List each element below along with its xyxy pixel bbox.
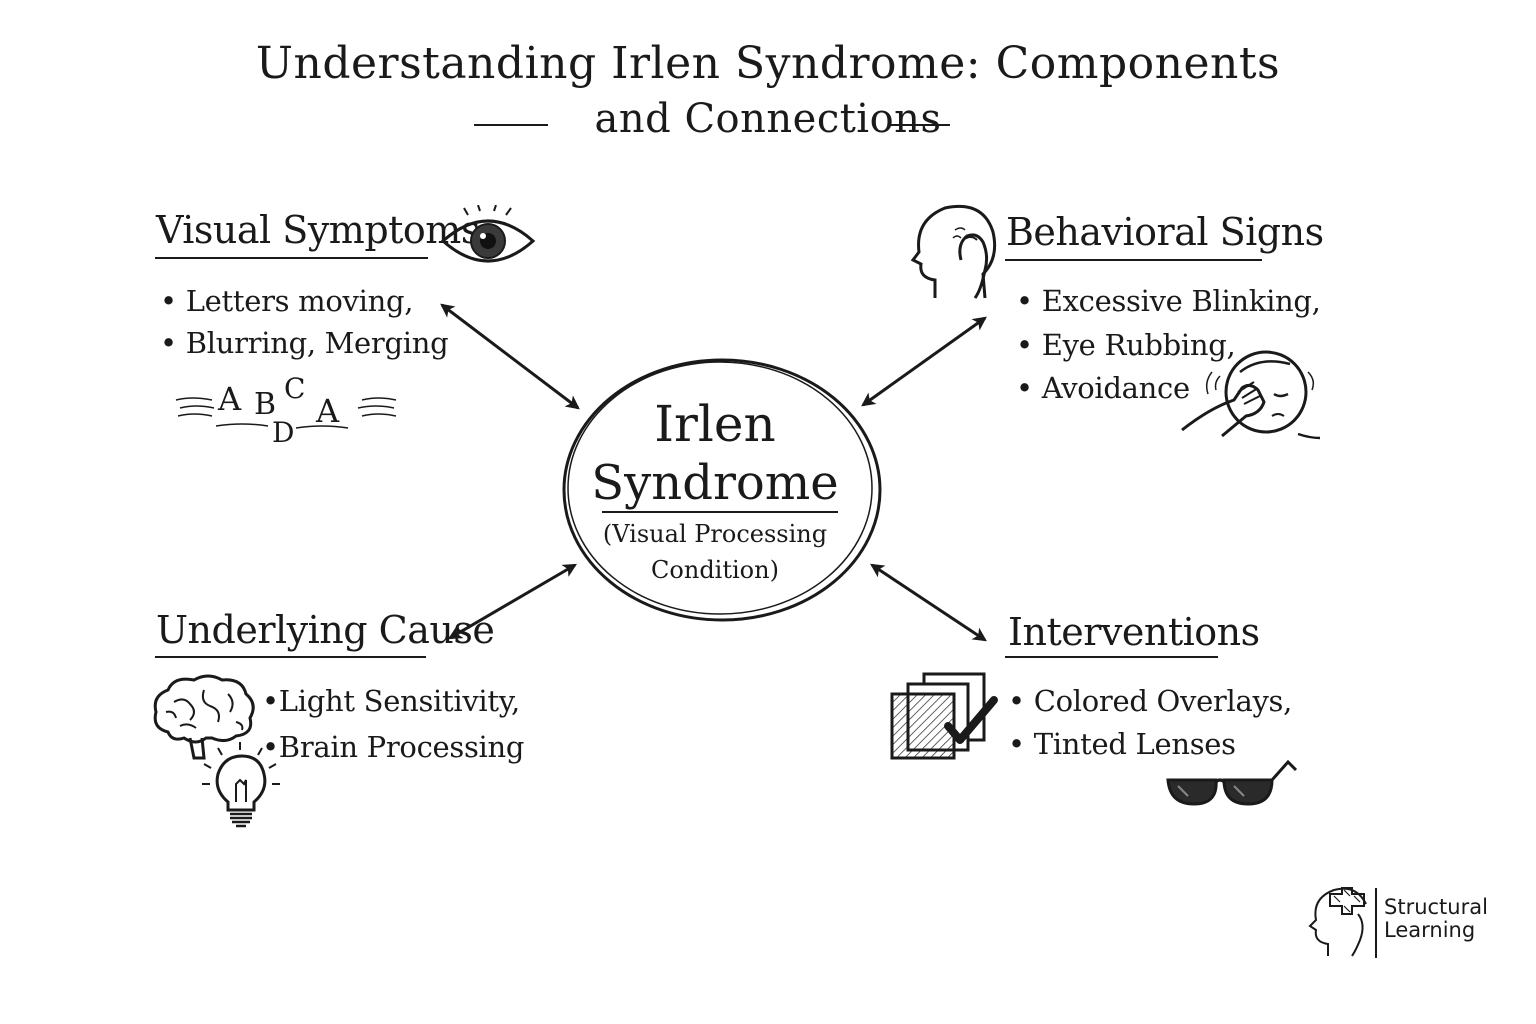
letter-c: C [284, 372, 305, 405]
behavioral-signs-heading: Behavioral Signs [1006, 210, 1324, 254]
arrow-visual-symptoms [440, 303, 580, 410]
center-sub-line1: (Visual Processing [602, 520, 828, 548]
rubbing-eyes-face-icon [1181, 350, 1321, 440]
page-title: Understanding Irlen Syndrome: Components [255, 38, 1281, 89]
brain-icon [153, 674, 255, 760]
interventions-bullet-2: • Tinted Lenses [1008, 727, 1236, 761]
underlying-cause-bullet-2: •Brain Processing [262, 730, 525, 764]
behavioral-signs-bullet-3: • Avoidance [1016, 371, 1190, 405]
center-ellipse [562, 358, 882, 622]
overlays-checkmark-icon [890, 672, 998, 760]
brand-name-line2: Learning [1384, 918, 1476, 942]
brand-name-line1: Structural [1384, 895, 1488, 919]
visual-symptoms-bullet-2: • Blurring, Merging [160, 326, 449, 360]
arrow-interventions [870, 563, 987, 642]
underlying-cause-bullet-1: •Light Sensitivity, [262, 684, 520, 718]
arrow-behavioral-signs [861, 316, 987, 407]
underlying-cause-heading: Underlying Cause [156, 608, 495, 652]
letter-b: B [254, 387, 276, 422]
lightbulb-icon [202, 742, 280, 828]
center-sub-line2: Condition) [651, 556, 779, 584]
interventions-bullet-1: • Colored Overlays, [1008, 684, 1293, 718]
center-name-line2: Syndrome [591, 455, 839, 511]
visual-symptoms-bullet-1: • Letters moving, [160, 284, 414, 318]
center-ellipse-sketch [567, 361, 873, 615]
page-subtitle: and Connections [594, 96, 942, 142]
letter-a-1: A [217, 380, 242, 418]
behavioral-signs-bullet-2: • Eye Rubbing, [1016, 328, 1236, 362]
head-profile-icon [910, 204, 997, 299]
visual-symptoms-heading: Visual Symptoms [156, 208, 480, 252]
sunglasses-icon [1166, 759, 1298, 806]
eye-icon [440, 205, 536, 263]
center-name-line1: Irlen [654, 395, 776, 453]
arrow-underlying-cause [447, 563, 578, 640]
behavioral-signs-bullet-1: • Excessive Blinking, [1016, 284, 1321, 318]
letter-a-2: A [315, 392, 340, 430]
interventions-heading: Interventions [1008, 610, 1260, 654]
letter-d: D [272, 416, 294, 449]
brand-logo-icon [1308, 887, 1377, 958]
moving-letters-icon: A B C D A [175, 372, 397, 449]
